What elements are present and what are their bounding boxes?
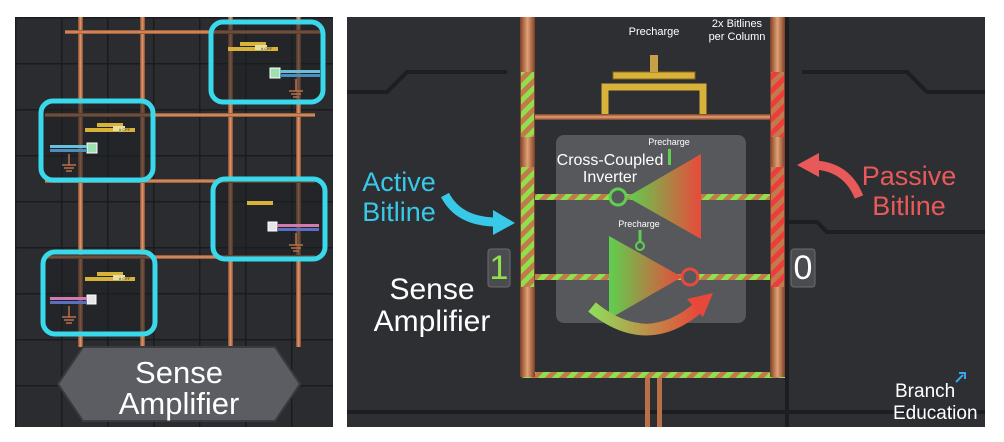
active-bitline-callout: Active Bitline — [362, 167, 515, 235]
cell-chip-label: # OFF — [119, 276, 131, 281]
passive-bitline — [770, 17, 785, 372]
badge-line-1: Sense — [135, 355, 223, 390]
svg-text:0: 0 — [794, 249, 813, 287]
precharge-label-top: Precharge — [629, 26, 680, 38]
precharge-label-lower: Precharge — [618, 219, 660, 229]
logo-branch-icon — [955, 372, 966, 383]
active-label-line-2: Bitline — [362, 197, 436, 227]
inverter-bottom-bubble — [680, 267, 700, 287]
inverter-top-bubble — [608, 187, 628, 207]
cell-chip-label: # OFF — [119, 127, 131, 132]
left-panel: # OFF # OFF # OFF Sense Amplifi — [15, 17, 333, 427]
cross-coupled-inverter: Precharge Cross-Coupled Inverter Prechar… — [557, 137, 713, 336]
badge-line-2: Amplifier — [119, 386, 240, 421]
inverter-label-line-1: Cross-Coupled — [557, 152, 664, 169]
right-panel: Precharge 2x Bitlines per Column Prechar… — [347, 17, 985, 427]
sense-amplifier-diagram: Precharge 2x Bitlines per Column Prechar… — [347, 17, 985, 427]
active-label-line-1: Active — [362, 167, 436, 197]
bitlines-label-line-2: per Column — [709, 31, 766, 43]
bit-value-one: 1 — [487, 248, 511, 288]
wordlines — [45, 30, 325, 259]
inverter-top-triangle — [627, 154, 701, 239]
passive-label-line-1: Passive — [862, 161, 957, 191]
inverter-label-line-2: Inverter — [583, 169, 638, 186]
inverter-bottom-triangle — [609, 236, 682, 319]
bit-value-zero: 0 — [790, 248, 816, 288]
memory-cell-3 — [210, 176, 328, 262]
sense-label-line-2: Amplifier — [374, 305, 491, 338]
background-grid — [347, 17, 985, 427]
memory-cell-2: # OFF — [38, 98, 156, 183]
bitlines-label-line-1: 2x Bitlines — [712, 18, 763, 30]
active-bitline — [520, 17, 535, 372]
svg-text:1: 1 — [490, 249, 509, 287]
logo-line-1: Branch — [895, 381, 955, 402]
passive-label-line-2: Bitline — [872, 191, 946, 221]
passive-arrow-icon — [814, 160, 864, 199]
memory-cell-4: # OFF — [40, 249, 158, 337]
branch-education-logo: Branch Education — [893, 372, 978, 424]
amplify-arrow — [588, 302, 703, 336]
sense-label-line-1: Sense — [389, 273, 474, 306]
precharge-transistor: Precharge 2x Bitlines per Column — [601, 18, 766, 114]
memory-array-diagram: # OFF # OFF # OFF Sense Amplifi — [15, 17, 333, 427]
precharge-label-box: Precharge — [648, 137, 690, 147]
sense-amplifier-badge: Sense Amplifier — [56, 346, 302, 422]
passive-bitline-callout: Passive Bitline — [797, 153, 956, 221]
memory-cell-1: # OFF — [208, 19, 326, 105]
logo-line-2: Education — [893, 403, 978, 424]
cell-chip-label: # OFF — [261, 46, 273, 51]
active-arrow-icon — [441, 192, 498, 227]
